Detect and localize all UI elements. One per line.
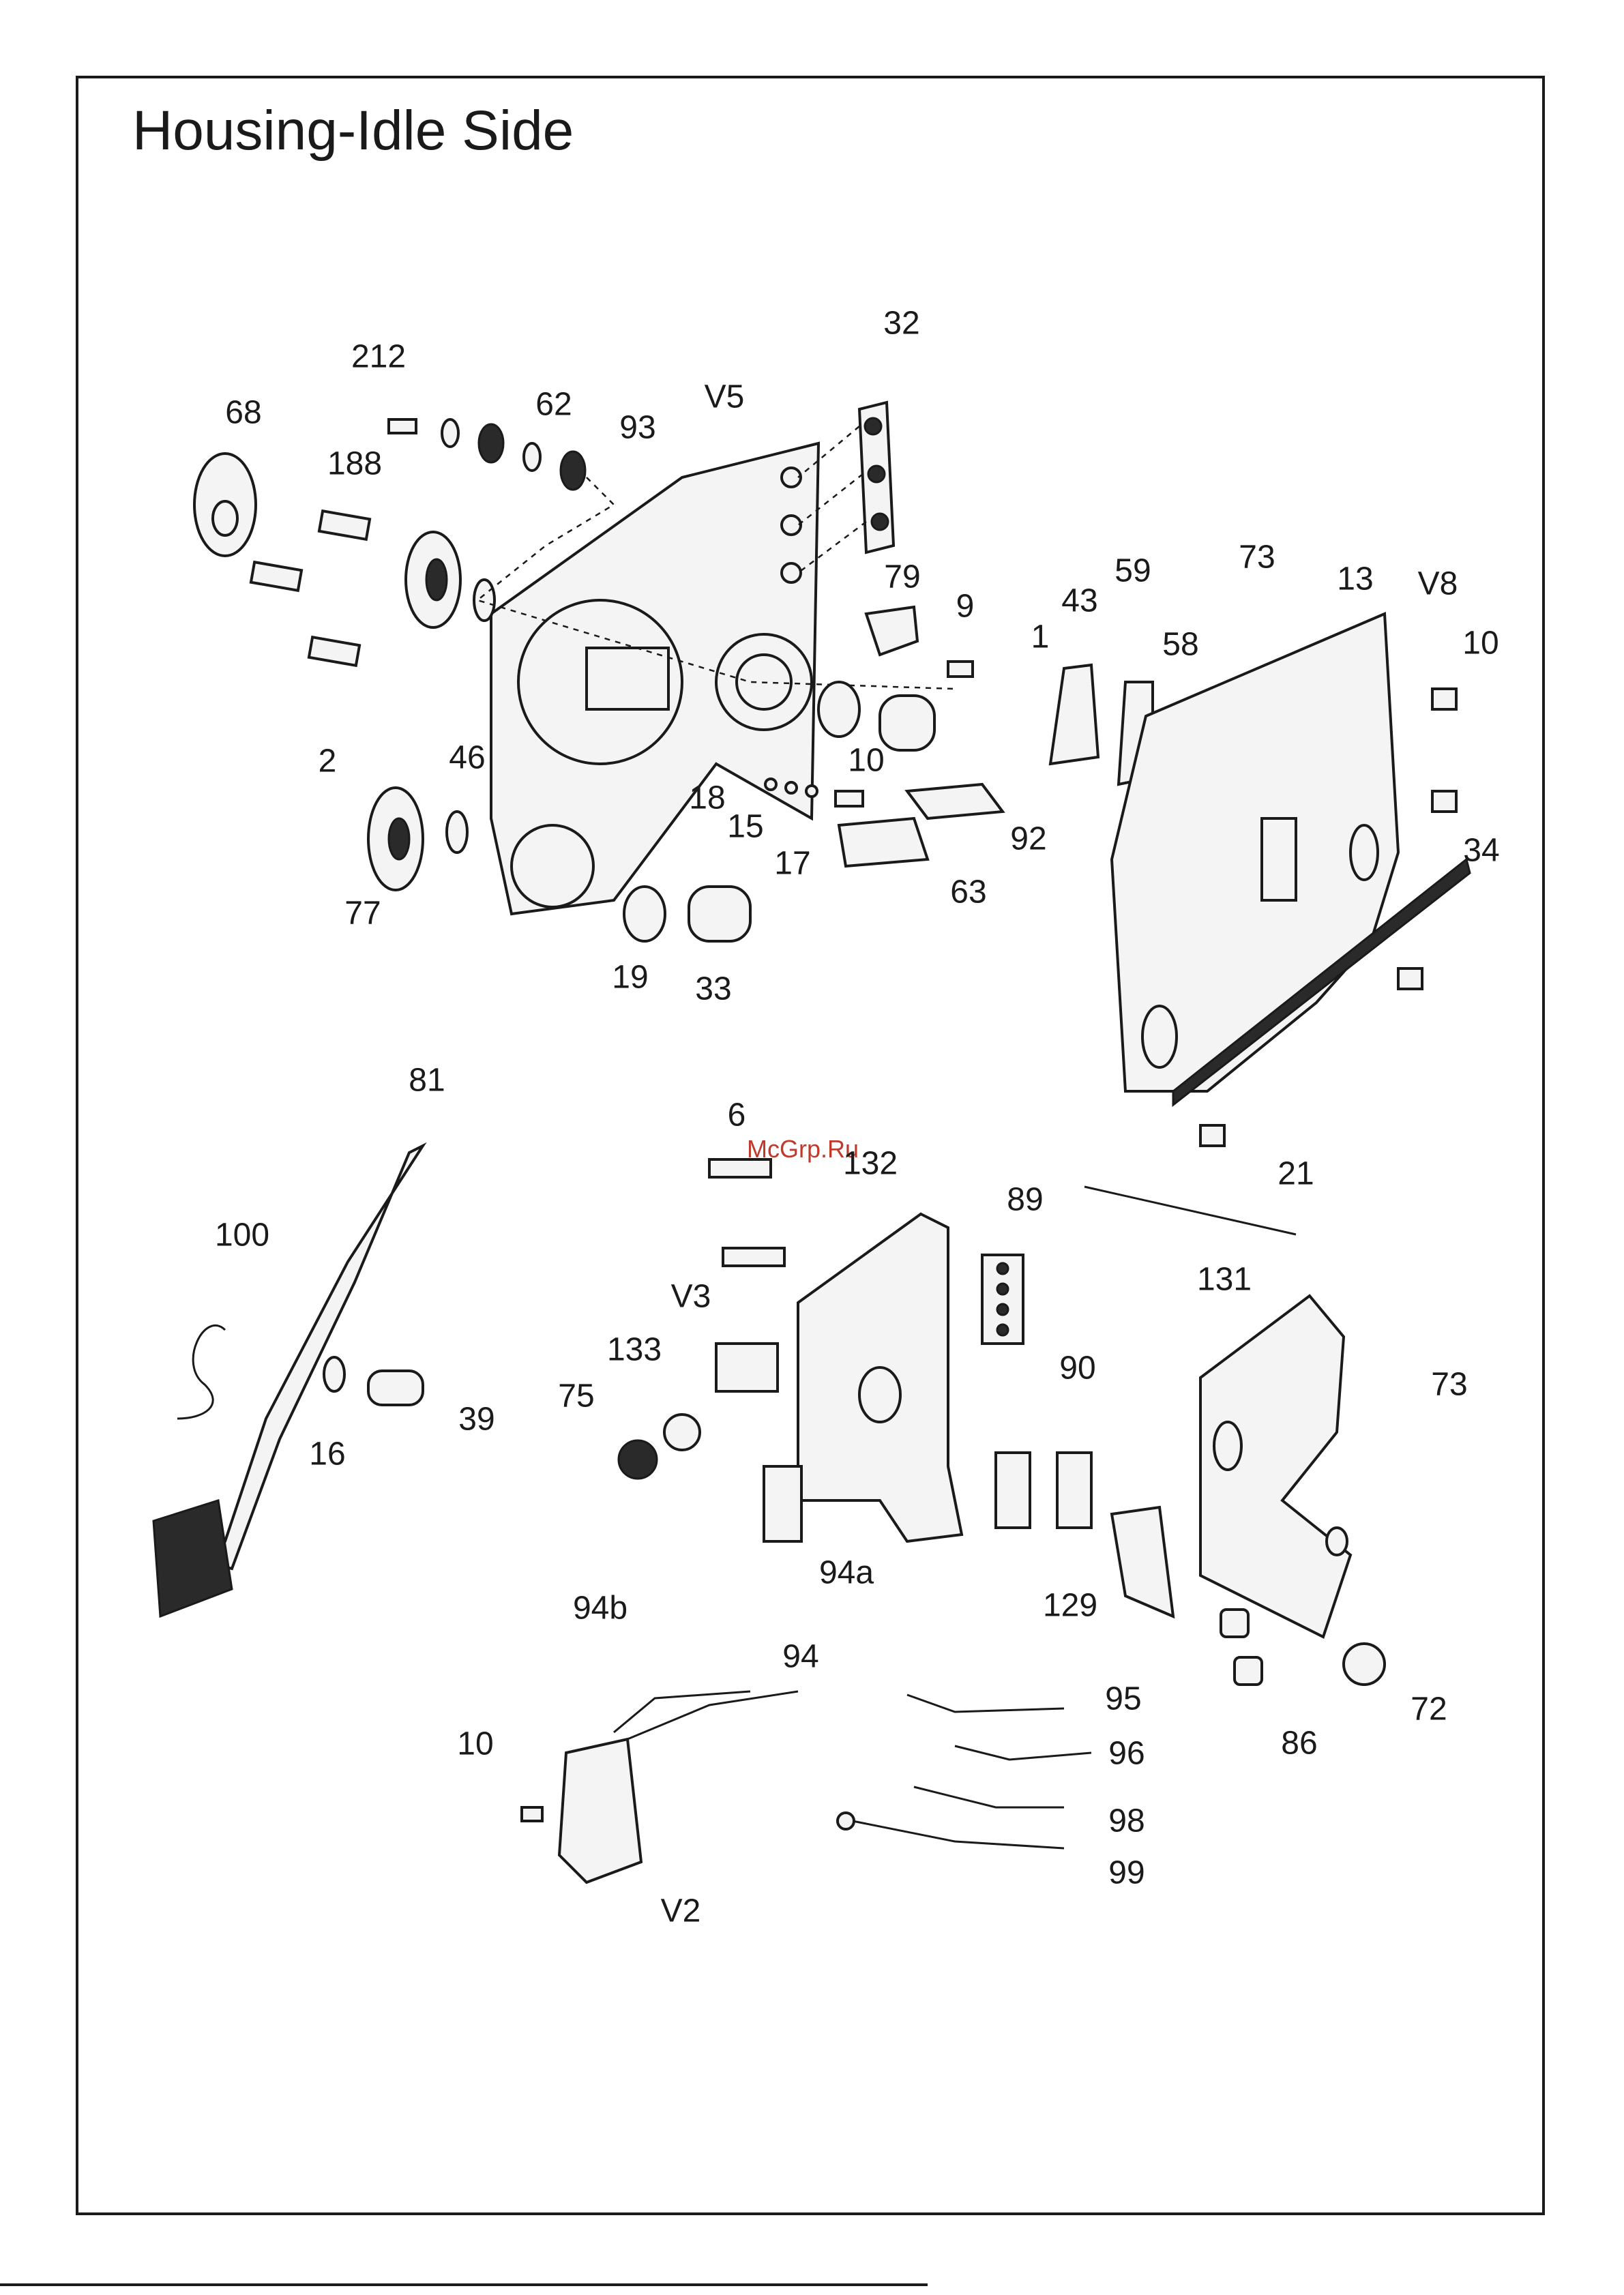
callout-21: 21 <box>1278 1155 1314 1193</box>
callout-v2: V2 <box>661 1893 701 1930</box>
callout-68: 68 <box>225 394 261 432</box>
callout-99: 99 <box>1108 1854 1145 1892</box>
capacitor-v2 <box>522 1691 798 1882</box>
callout-19: 19 <box>612 959 648 996</box>
callout-13: 13 <box>1337 561 1373 598</box>
callout-92: 92 <box>1010 820 1046 858</box>
callout-131: 131 <box>1197 1261 1252 1299</box>
callout-16: 16 <box>309 1436 345 1473</box>
callout-10-right: 10 <box>1462 625 1498 662</box>
callout-212: 212 <box>351 338 406 376</box>
bottom-rule <box>0 2283 928 2286</box>
callout-6: 6 <box>728 1097 746 1134</box>
callout-9: 9 <box>956 588 975 625</box>
callout-58: 58 <box>1162 626 1198 664</box>
callout-90: 90 <box>1059 1350 1095 1387</box>
callout-77: 77 <box>344 895 381 932</box>
callout-95: 95 <box>1105 1680 1141 1718</box>
callout-10-lower: 10 <box>457 1726 493 1763</box>
small-parts-upper <box>765 607 1153 866</box>
wires <box>838 1695 1091 1848</box>
callout-39: 39 <box>458 1401 494 1438</box>
watermark: McGrp.Ru <box>747 1135 859 1164</box>
callout-79: 79 <box>884 559 920 596</box>
callout-75: 75 <box>558 1378 594 1415</box>
callout-100: 100 <box>215 1217 269 1254</box>
callout-188: 188 <box>327 445 382 483</box>
callout-98: 98 <box>1108 1803 1145 1840</box>
callout-72: 72 <box>1411 1691 1447 1728</box>
callout-v8: V8 <box>1418 565 1458 603</box>
cover-131 <box>1200 1296 1385 1685</box>
callout-62: 62 <box>535 386 572 424</box>
callout-32: 32 <box>883 305 919 342</box>
cover-v8 <box>1112 614 1470 1146</box>
terminal-block-89 <box>982 1255 1023 1344</box>
callout-17: 17 <box>774 845 810 883</box>
callout-34: 34 <box>1463 832 1499 870</box>
callout-73: 73 <box>1239 539 1275 576</box>
callout-v3: V3 <box>671 1278 711 1316</box>
callout-89: 89 <box>1007 1181 1043 1219</box>
callout-132: 132 <box>843 1145 898 1183</box>
callout-94a: 94a <box>819 1554 874 1592</box>
callout-18: 18 <box>689 780 725 817</box>
callout-10-mid: 10 <box>848 742 884 780</box>
callout-59: 59 <box>1114 552 1151 590</box>
callout-94: 94 <box>782 1638 818 1676</box>
housing-v5 <box>491 443 818 914</box>
pedal-81 <box>153 1146 423 1616</box>
callout-96: 96 <box>1108 1735 1145 1773</box>
callout-133: 133 <box>607 1331 662 1369</box>
callout-v5: V5 <box>705 379 745 416</box>
callout-73-lower: 73 <box>1431 1366 1467 1404</box>
callout-86: 86 <box>1281 1725 1317 1762</box>
callout-1: 1 <box>1031 619 1050 656</box>
callout-46: 46 <box>449 739 485 777</box>
callout-94b: 94b <box>573 1590 628 1627</box>
callout-33: 33 <box>695 971 731 1008</box>
callout-43: 43 <box>1061 582 1097 620</box>
callout-93: 93 <box>619 409 655 447</box>
callout-15: 15 <box>727 808 763 846</box>
callout-2: 2 <box>319 743 337 780</box>
callout-63: 63 <box>950 874 986 911</box>
callout-81: 81 <box>409 1062 445 1099</box>
callout-129: 129 <box>1043 1587 1097 1625</box>
